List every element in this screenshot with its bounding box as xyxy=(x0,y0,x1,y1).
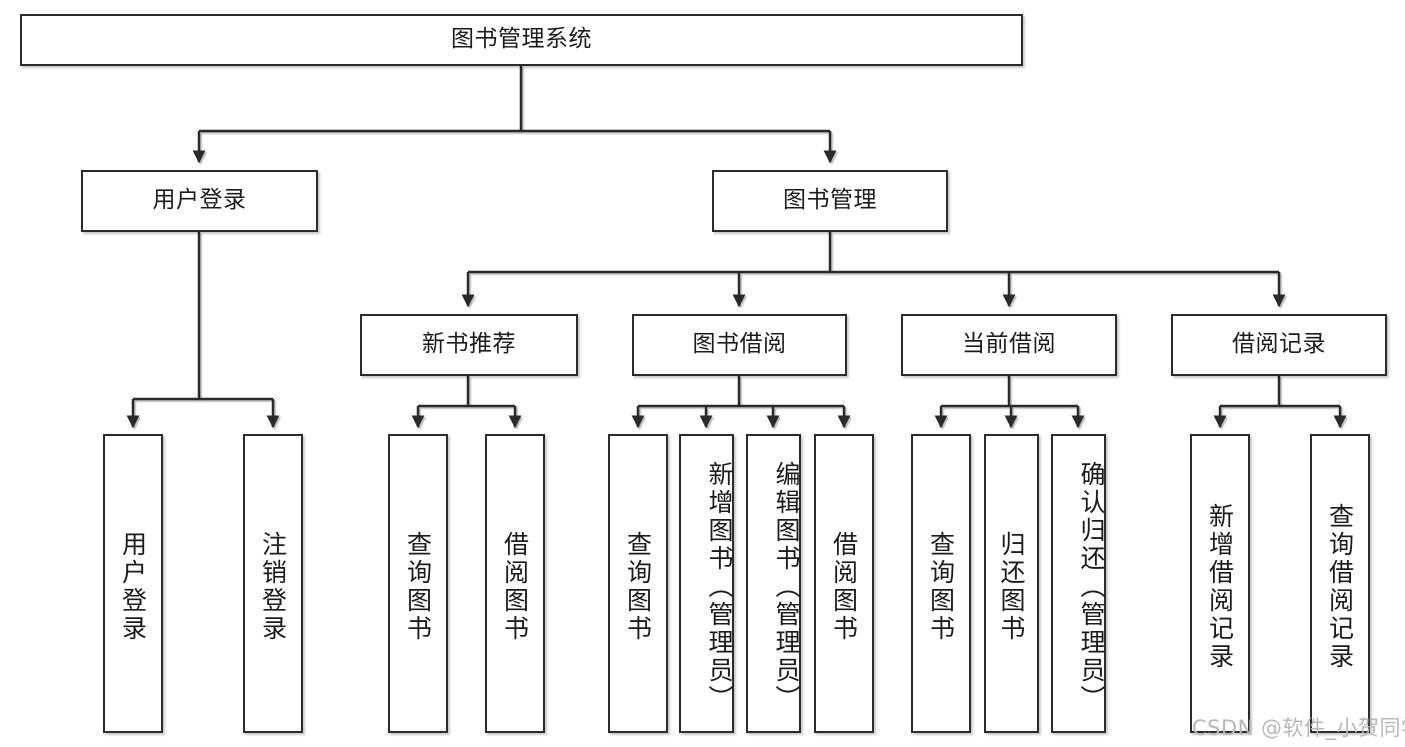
node-user-login[interactable]: 用户登录 xyxy=(81,170,318,232)
node-book-manage-label: 图书管理 xyxy=(783,187,877,214)
node-new-book-recommend[interactable]: 新书推荐 xyxy=(360,314,578,376)
node-borrow-record-label: 借阅记录 xyxy=(1232,331,1326,358)
node-leaf-query-book-3[interactable]: 查询图书 xyxy=(911,434,971,733)
node-leaf-edit-book-label: 编辑图书（管理员） xyxy=(772,460,801,713)
node-leaf-edit-book[interactable]: 编辑图书（管理员） xyxy=(746,434,801,733)
node-leaf-borrow-book-2-label: 借阅图书 xyxy=(829,530,859,643)
node-leaf-return-book[interactable]: 归还图书 xyxy=(984,434,1039,733)
node-leaf-add-record[interactable]: 新增借阅记录 xyxy=(1190,434,1250,733)
node-leaf-user-login[interactable]: 用户登录 xyxy=(103,434,163,733)
node-leaf-query-record-label: 查询借阅记录 xyxy=(1325,502,1355,671)
node-book-borrow-label: 图书借阅 xyxy=(692,331,787,358)
node-leaf-query-book-2[interactable]: 查询图书 xyxy=(608,434,668,733)
node-leaf-return-book-label: 归还图书 xyxy=(997,530,1026,643)
node-leaf-query-record[interactable]: 查询借阅记录 xyxy=(1310,434,1370,733)
node-leaf-query-book-1-label: 查询图书 xyxy=(403,530,433,643)
node-new-book-recommend-label: 新书推荐 xyxy=(422,331,516,358)
node-leaf-user-login-label: 用户登录 xyxy=(118,530,148,643)
node-leaf-add-record-label: 新增借阅记录 xyxy=(1205,502,1235,671)
node-borrow-record[interactable]: 借阅记录 xyxy=(1171,314,1387,376)
node-leaf-logout[interactable]: 注销登录 xyxy=(243,434,303,733)
node-leaf-borrow-book-1[interactable]: 借阅图书 xyxy=(485,434,545,733)
node-leaf-logout-label: 注销登录 xyxy=(258,530,288,643)
csdn-watermark: CSDN @软件_小贺同学 xyxy=(1192,716,1405,740)
node-leaf-confirm-return[interactable]: 确认归还（管理员） xyxy=(1051,434,1106,733)
node-leaf-confirm-return-label: 确认归还（管理员） xyxy=(1077,460,1106,713)
node-current-borrow[interactable]: 当前借阅 xyxy=(901,314,1117,376)
node-root-label: 图书管理系统 xyxy=(451,26,592,53)
node-leaf-add-book[interactable]: 新增图书（管理员） xyxy=(679,434,734,733)
node-leaf-query-book-3-label: 查询图书 xyxy=(926,530,956,643)
node-leaf-borrow-book-1-label: 借阅图书 xyxy=(500,530,530,643)
node-leaf-borrow-book-2[interactable]: 借阅图书 xyxy=(814,434,874,733)
node-book-manage[interactable]: 图书管理 xyxy=(712,170,948,232)
node-user-login-label: 用户登录 xyxy=(152,187,247,214)
node-book-borrow[interactable]: 图书借阅 xyxy=(632,314,847,376)
node-leaf-add-book-label: 新增图书（管理员） xyxy=(705,460,734,713)
node-leaf-query-book-2-label: 查询图书 xyxy=(623,530,653,643)
node-leaf-query-book-1[interactable]: 查询图书 xyxy=(388,434,448,733)
node-root[interactable]: 图书管理系统 xyxy=(20,14,1023,66)
node-current-borrow-label: 当前借阅 xyxy=(962,331,1056,358)
